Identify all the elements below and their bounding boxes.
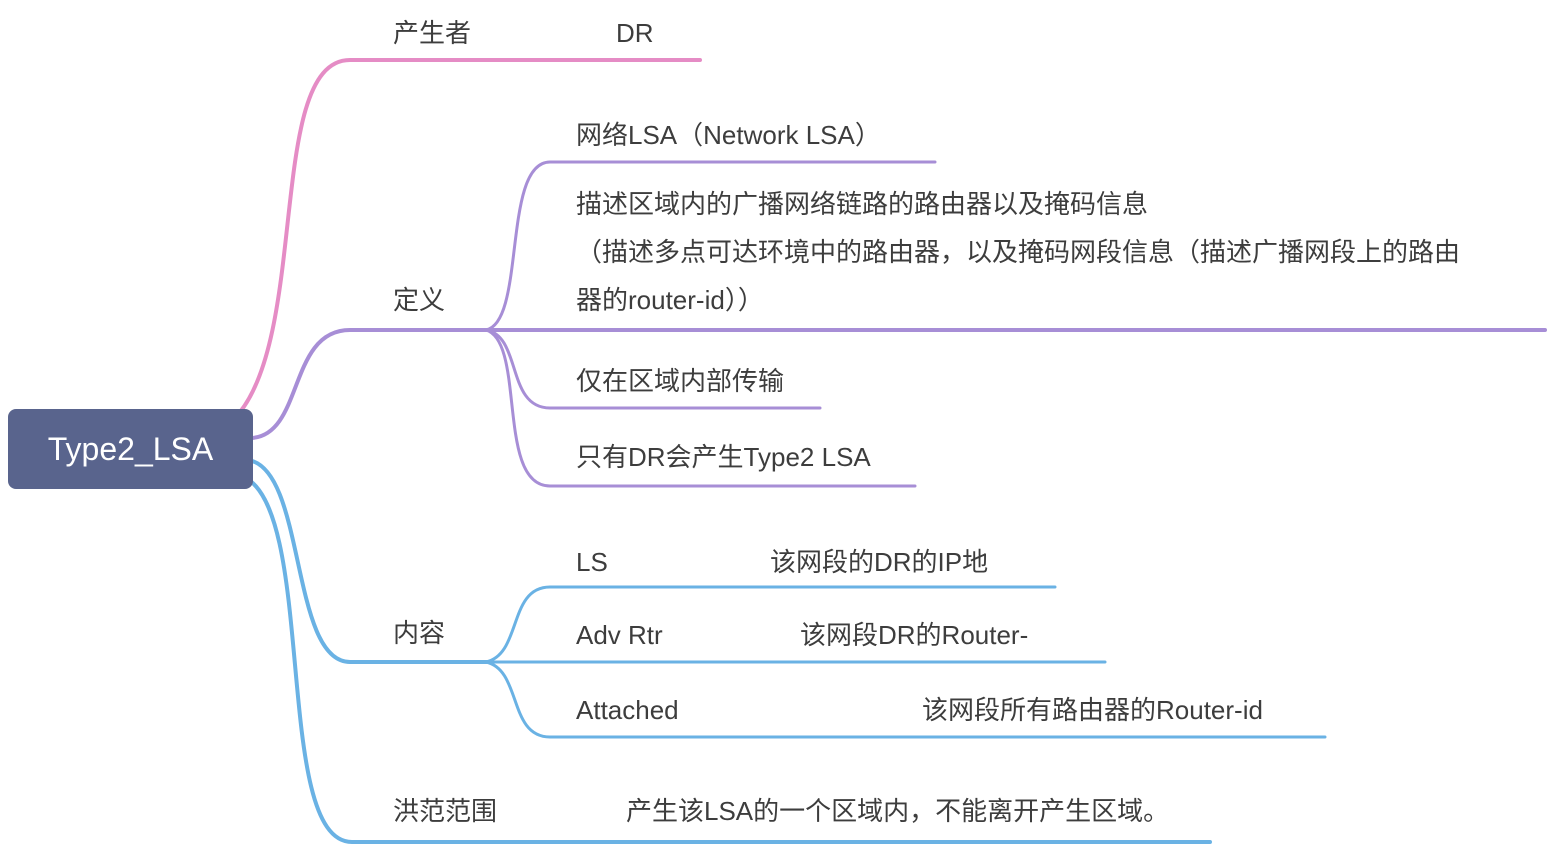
node-content-advrtr-value[interactable]: 该网段DR的Router-	[800, 620, 1029, 650]
line-content-attached	[484, 660, 1327, 739]
branch-line-flooding	[240, 474, 1212, 844]
branch-line-definition	[250, 328, 1547, 440]
node-flooding-label[interactable]: 洪范范围	[393, 796, 498, 826]
node-definition-name[interactable]: 网络LSA（Network LSA）	[576, 120, 881, 150]
node-definition-scope[interactable]: 仅在区域内部传输	[576, 366, 785, 396]
line-definition-name	[484, 160, 937, 332]
line-definition-scope	[484, 328, 822, 410]
node-content-advrtr-key[interactable]: Adv Rtr	[576, 620, 663, 650]
node-content-attached-value[interactable]: 该网段所有路由器的Router-id	[922, 695, 1263, 725]
node-producer-value[interactable]: DR	[616, 18, 654, 48]
node-content-label[interactable]: 内容	[393, 618, 446, 648]
line-content-ls	[484, 585, 1057, 664]
branch-line-content	[246, 458, 492, 664]
node-definition-label[interactable]: 定义	[393, 285, 446, 315]
node-content-attached-key[interactable]: Attached	[576, 695, 679, 725]
node-producer-label[interactable]: 产生者	[393, 18, 472, 48]
branch-line-producer	[238, 58, 702, 414]
node-content-ls-key[interactable]: LS	[576, 547, 608, 577]
line-definition-origin	[484, 328, 917, 488]
node-definition-description[interactable]: 描述区域内的广播网络链路的路由器以及掩码信息 （描述多点可达环境中的路由器，以及…	[576, 189, 1461, 315]
node-definition-origin[interactable]: 只有DR会产生Type2 LSA	[576, 442, 871, 472]
node-flooding-value[interactable]: 产生该LSA的一个区域内，不能离开产生区域。	[626, 796, 1170, 826]
node-content-ls-value[interactable]: 该网段的DR的IP地	[770, 547, 989, 577]
root-node-type2-lsa[interactable]: Type2_LSA	[8, 409, 253, 489]
